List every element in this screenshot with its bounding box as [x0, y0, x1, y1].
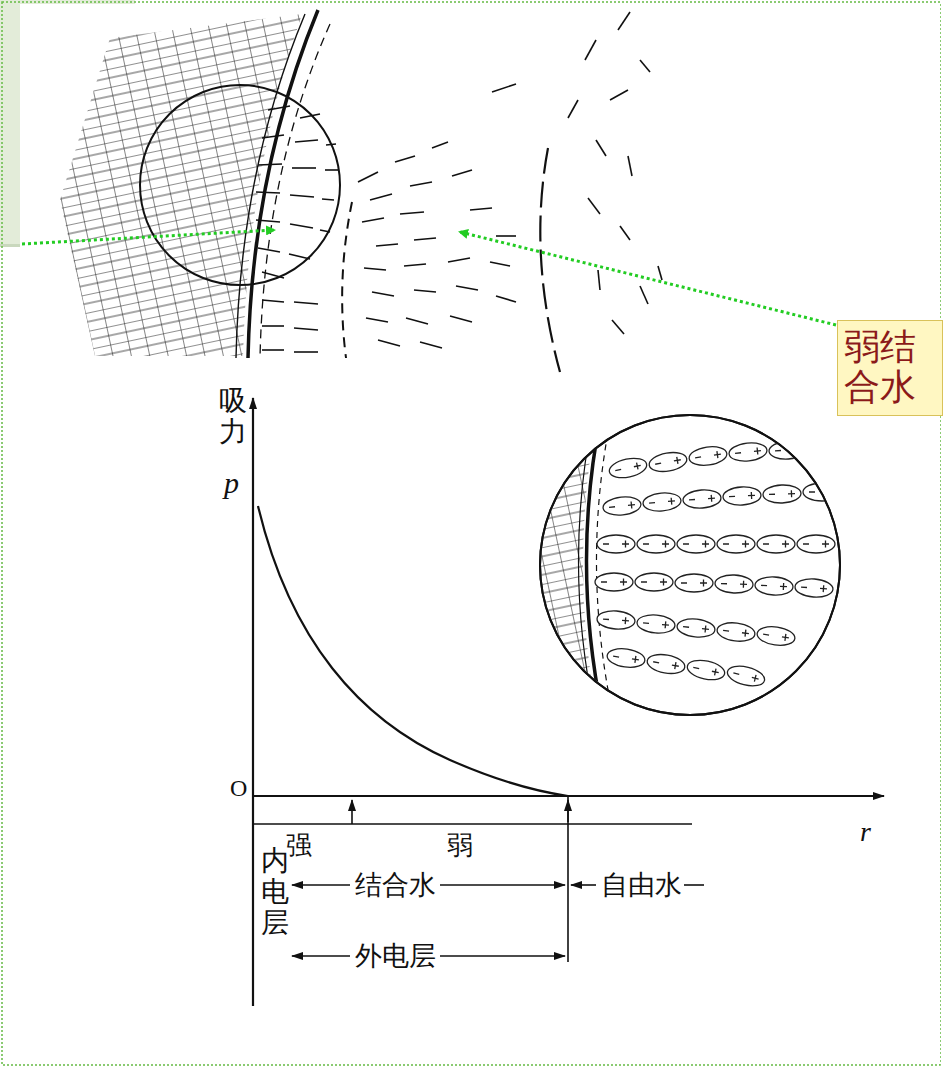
- outer-layer-arrow-right: [440, 955, 565, 957]
- free-water-dash: [684, 884, 704, 886]
- callout-text: 弱结合水: [844, 327, 918, 408]
- axis-label: 外电层: [355, 942, 436, 969]
- axis-label: r: [860, 818, 871, 846]
- inset-rim: [540, 415, 840, 715]
- axis-label: p: [224, 468, 239, 498]
- axis-label-vertical: 内电层: [261, 846, 289, 938]
- axis-label-vertical: 吸力: [219, 386, 247, 448]
- outer-layer-arrow-left: [292, 955, 350, 957]
- bound-water-boundary: [540, 148, 560, 372]
- water-molecules: [256, 12, 662, 352]
- scale-line: [253, 823, 692, 825]
- axis-label: 结合水: [355, 871, 436, 898]
- magnifier-circle: [140, 85, 340, 285]
- axis-label: 弱: [447, 832, 473, 858]
- axis-label: 自由水: [601, 871, 682, 898]
- axis-label: O: [230, 776, 247, 800]
- boundary-line: [567, 796, 569, 962]
- particle-edge: [236, 14, 305, 358]
- leader-line: [460, 232, 836, 325]
- attraction-curve: [258, 506, 568, 796]
- callout-box: 弱结合水: [837, 320, 943, 416]
- picture-ground: [20, 4, 940, 1062]
- inner-layer-line: [260, 24, 330, 358]
- free-water-arrow: [571, 884, 596, 886]
- axis-label: 强: [286, 832, 312, 858]
- strong-bound-boundary: [342, 202, 352, 358]
- leader-line: [22, 230, 274, 244]
- inset-content: [530, 400, 841, 730]
- particle-surface: [248, 10, 318, 358]
- strong-weak-tick: [351, 800, 353, 824]
- y-axis: [252, 398, 254, 1006]
- bound-water-arrow-right: [440, 884, 565, 886]
- bound-water-arrow-left: [292, 884, 350, 886]
